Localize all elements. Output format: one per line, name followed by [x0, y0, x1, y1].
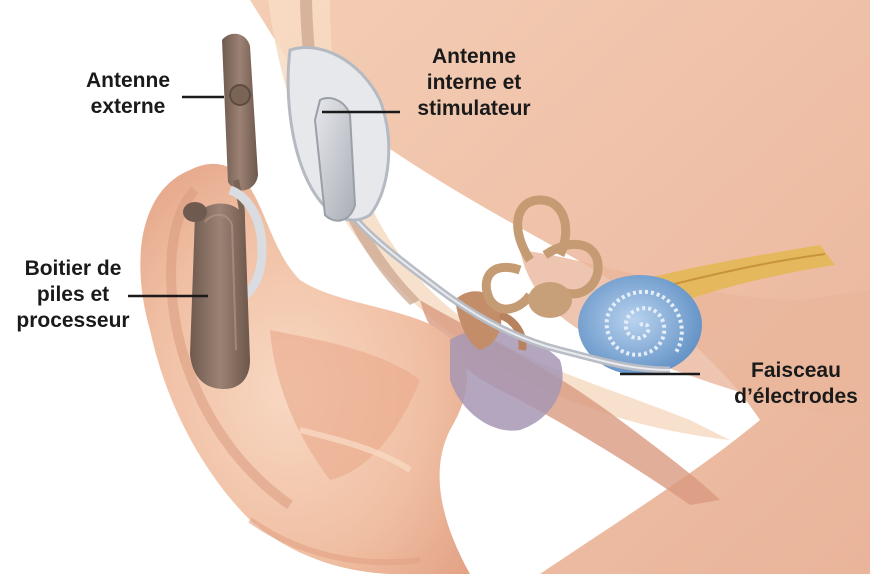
label-line: d’électrodes [726, 384, 866, 410]
label-line: processeur [8, 308, 138, 334]
label-line: externe [76, 94, 180, 120]
label-battery-processor: Boitier de piles et processeur [8, 256, 138, 334]
label-line: Antenne [76, 68, 180, 94]
label-line: stimulateur [404, 96, 544, 122]
label-line: interne et [404, 70, 544, 96]
label-electrode-array: Faisceau d’électrodes [726, 358, 866, 410]
external-antenna-body [222, 34, 258, 191]
vestibule [528, 282, 572, 318]
external-magnet [230, 85, 250, 105]
label-line: Faisceau [726, 358, 866, 384]
label-line: Antenne [404, 44, 544, 70]
label-external-antenna: Antenne externe [76, 68, 180, 120]
label-line: Boitier de [8, 256, 138, 282]
label-internal-antenna: Antenne interne et stimulateur [404, 44, 544, 122]
label-line: piles et [8, 282, 138, 308]
